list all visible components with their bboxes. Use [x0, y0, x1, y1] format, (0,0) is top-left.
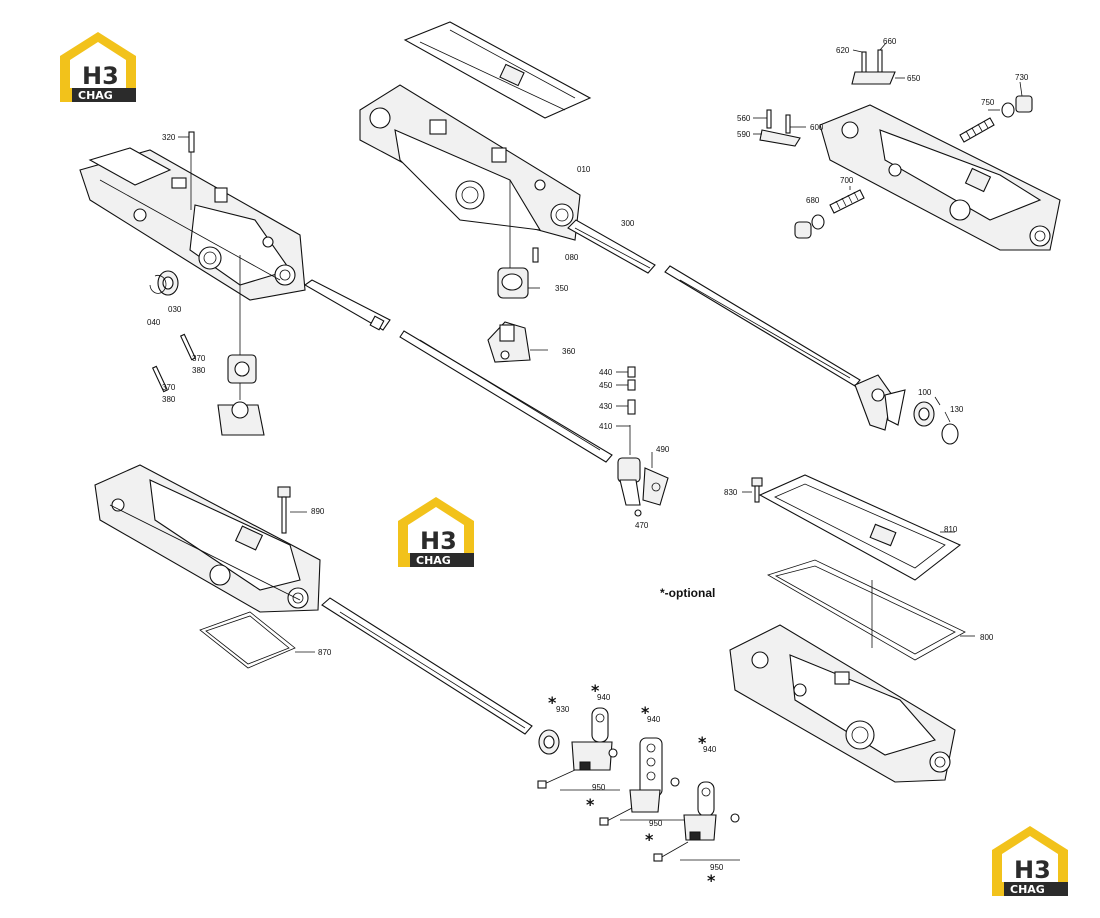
ring-040	[149, 275, 167, 294]
label-100: 100	[918, 388, 932, 397]
label-800: 800	[980, 633, 994, 642]
pin-080	[532, 247, 539, 263]
housing-top-right	[819, 104, 1061, 251]
housing-top-center	[359, 84, 581, 285]
part-930	[538, 729, 560, 755]
optional-star: *	[641, 703, 650, 722]
logo-word: CHAG	[78, 89, 113, 102]
label-590: 590	[737, 130, 751, 139]
label-950-b: 950	[649, 819, 663, 828]
label-600: 600	[810, 123, 824, 132]
gear-030	[157, 270, 179, 296]
spring-700-plug-680	[794, 186, 865, 239]
spring-750-plug-730	[959, 81, 1033, 143]
fork-410-490	[617, 452, 669, 517]
part-350	[497, 267, 540, 299]
label-370-b: 370	[162, 383, 176, 392]
label-940-a: 940	[597, 693, 611, 702]
label-030: 030	[168, 305, 182, 314]
label-940-b: 940	[647, 715, 661, 724]
label-870: 870	[318, 648, 332, 657]
label-380-b: 380	[162, 395, 176, 404]
optional-star: *	[707, 871, 716, 890]
optional-star: *	[548, 693, 557, 712]
fork-940-a	[537, 707, 620, 791]
label-300: 300	[621, 219, 635, 228]
label-750: 750	[981, 98, 995, 107]
label-380-a: 380	[192, 366, 206, 375]
logo-center: H3 CHAG	[398, 497, 474, 567]
housing-top-left	[79, 147, 306, 301]
label-560: 560	[737, 114, 751, 123]
label-080: 080	[565, 253, 579, 262]
bolt-830	[742, 477, 763, 503]
label-620: 620	[836, 46, 850, 55]
label-350: 350	[555, 284, 569, 293]
gasket-800	[767, 559, 975, 661]
label-680: 680	[806, 196, 820, 205]
label-470: 470	[635, 521, 649, 530]
optional-star: *	[698, 733, 707, 752]
optional-markers: * * * * * * *	[548, 681, 716, 890]
cover-top-center	[403, 21, 592, 119]
label-360: 360	[562, 347, 576, 356]
label-890: 890	[311, 507, 325, 516]
logo-mark: H3	[1014, 856, 1051, 884]
label-940-c: 940	[703, 745, 717, 754]
shaft-300	[567, 219, 861, 387]
logo-mark: H3	[82, 62, 119, 90]
fork-940-b	[599, 737, 690, 826]
optional-note: *-optional	[660, 586, 715, 600]
label-700: 700	[840, 176, 854, 185]
logo-word: CHAG	[1010, 883, 1045, 896]
label-410: 410	[599, 422, 613, 431]
label-730: 730	[1015, 73, 1029, 82]
optional-star: *	[645, 830, 654, 849]
part-360	[487, 321, 548, 363]
shaft-left	[303, 279, 613, 463]
fork-100-130	[854, 374, 959, 445]
fork-assembly-left	[151, 255, 265, 436]
logo-bottom-right: H3 CHAG	[992, 826, 1068, 896]
label-950-a: 950	[592, 783, 606, 792]
logo-mark: H3	[420, 527, 457, 555]
label-660: 660	[883, 37, 897, 46]
logo-word: CHAG	[416, 554, 451, 567]
fork-940-c	[653, 781, 740, 862]
housing-bottom-left	[94, 464, 321, 613]
logo-top-left: H3 CHAG	[60, 32, 136, 102]
label-320: 320	[162, 133, 176, 142]
label-440: 440	[599, 368, 613, 377]
pin-stack-440-430	[616, 366, 636, 455]
label-650: 650	[907, 74, 921, 83]
gasket-870	[199, 611, 315, 669]
optional-star: *	[586, 795, 595, 814]
label-130: 130	[950, 405, 964, 414]
label-450: 450	[599, 381, 613, 390]
label-010: 010	[577, 165, 591, 174]
label-930: 930	[556, 705, 570, 714]
pins-620-660-650	[851, 42, 905, 85]
pin-320	[178, 131, 195, 210]
label-490: 490	[656, 445, 670, 454]
label-370-a: 370	[192, 354, 206, 363]
callout-labels: 010 030 040 080 100 130 300 320 350 360 …	[147, 37, 1029, 872]
bolt-890	[277, 486, 307, 534]
optional-star: *	[591, 681, 600, 700]
label-040: 040	[147, 318, 161, 327]
shaft-bottom	[321, 597, 533, 735]
pins-560-590-600	[753, 109, 806, 147]
label-810: 810	[944, 525, 958, 534]
cover-810	[758, 474, 962, 581]
label-430: 430	[599, 402, 613, 411]
housing-bottom-right	[729, 624, 956, 783]
label-950-c: 950	[710, 863, 724, 872]
label-830: 830	[724, 488, 738, 497]
